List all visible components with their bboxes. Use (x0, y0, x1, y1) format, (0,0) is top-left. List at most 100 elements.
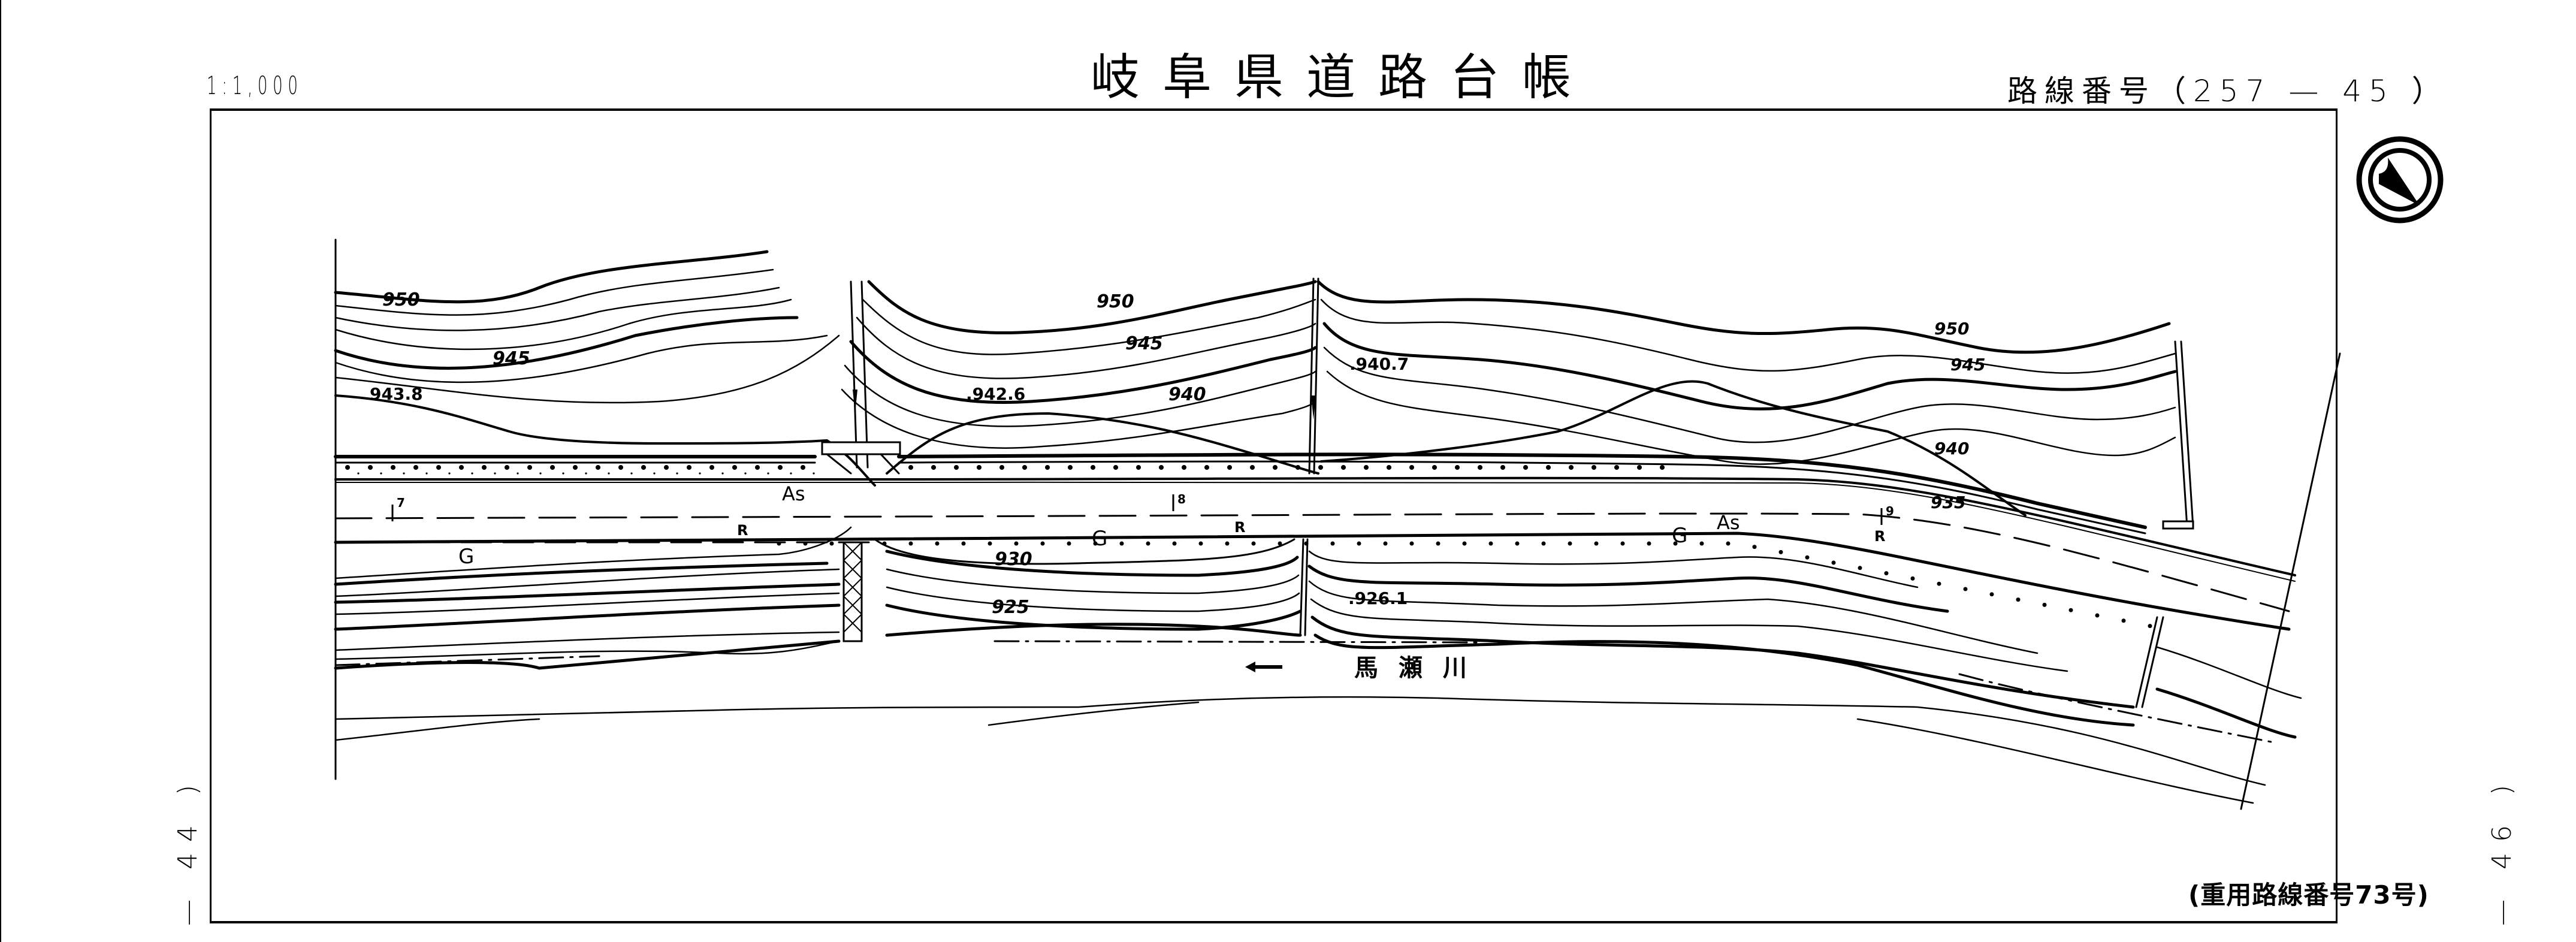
curb-dot (755, 465, 760, 470)
sidewalk-dot (608, 472, 610, 475)
sidewalk-dot (380, 472, 382, 475)
curb-dot (1227, 465, 1232, 470)
contour-label: 940 (1934, 439, 1969, 458)
curb-dot (931, 465, 936, 470)
curb-dot (1546, 465, 1551, 470)
contour-label: 950 (1934, 319, 1969, 339)
station-marker-group: 7 8 9 (391, 492, 1894, 525)
curb-dot (1119, 541, 1124, 546)
curb-dot (413, 465, 418, 470)
sidewalk-dot (790, 472, 792, 475)
curb-dot (1068, 465, 1073, 470)
curb-dot (550, 465, 555, 470)
curb-dot (977, 465, 982, 470)
curb-dot (777, 541, 781, 546)
contour-label: 945 (1125, 333, 1163, 354)
curb-dot (732, 465, 737, 470)
page-edge-line (0, 0, 1, 942)
curb-dot (1204, 465, 1209, 470)
curb-dot (1146, 541, 1150, 546)
curb-dot (1436, 541, 1440, 546)
sidewalk-dot (767, 472, 769, 475)
road-lower-edge (334, 532, 2291, 631)
curb-dot (1159, 465, 1164, 470)
curb-dot (1500, 465, 1505, 470)
curb-dot (596, 465, 600, 470)
curb-dot (1387, 465, 1391, 470)
contour-label: 950 (1097, 291, 1134, 312)
curb-dot (2068, 608, 2073, 612)
curb-dot (641, 465, 646, 470)
curb-dot (908, 541, 913, 546)
sidewalk-dot (813, 472, 815, 475)
curb-dot (1884, 571, 1889, 576)
surface-label-asphalt: As (782, 482, 805, 505)
curb-dot (1093, 541, 1098, 546)
drainage-channels (850, 277, 2194, 708)
curb-dot (1752, 545, 1757, 550)
curb-dot (2148, 624, 2152, 629)
curb-dot (1478, 465, 1482, 470)
contours-lower (334, 526, 2302, 739)
contour-label: 930 (995, 549, 1032, 570)
curb-dot (1963, 587, 1968, 591)
curb-dot (1045, 465, 1050, 470)
sidewalk-dot (585, 472, 587, 475)
sidewalk-dot (517, 472, 519, 475)
spot-height-group: 943.8 .942.6 .940.7 .926.1 (370, 354, 1409, 608)
curb-dot (1341, 465, 1346, 470)
road-upper-edges (334, 452, 2147, 535)
sidewalk-dot (403, 472, 405, 475)
curb-dot (1831, 560, 1836, 565)
sidewalk-dot (357, 472, 360, 475)
curb-dot (459, 465, 464, 470)
curb-dot (1113, 465, 1118, 470)
curb-dot (482, 465, 487, 470)
river-boundary-line (993, 640, 1481, 644)
curb-dot (1699, 541, 1704, 546)
curb-dot (1432, 465, 1437, 470)
curb-dot (345, 465, 350, 470)
curb-dot (1182, 465, 1186, 470)
contour-label: 935 (1931, 493, 1965, 512)
station-marker: 9 (1886, 504, 1894, 518)
river-boundary-line (1958, 673, 2278, 744)
station-marker: 7 (397, 496, 405, 510)
sidewalk-dots (345, 465, 2152, 629)
curb-dot (1614, 465, 1619, 470)
curb-dot (1409, 541, 1414, 546)
curb-dot (1022, 465, 1027, 470)
curb-dot (1172, 541, 1177, 546)
curb-dot (2121, 618, 2126, 623)
curb-dot (436, 465, 441, 470)
curb-dot (664, 465, 669, 470)
curb-dot (1673, 541, 1678, 546)
curb-dot (1937, 581, 1941, 586)
curb-dot (1136, 465, 1141, 470)
curb-dot (954, 465, 959, 470)
surface-label-road: R (737, 522, 748, 539)
curb-dot (1409, 465, 1414, 470)
curb-dot (1488, 541, 1493, 546)
curb-dot (1383, 541, 1388, 546)
road-center-edges (334, 476, 2296, 582)
curb-dot (527, 465, 532, 470)
contour-label: 925 (992, 597, 1029, 618)
curb-dot (1515, 541, 1520, 546)
curb-dot (1067, 541, 1071, 546)
contour-label: 945 (493, 348, 530, 369)
curb-dot (1805, 555, 1810, 560)
sidewalk-dot (744, 472, 747, 475)
sidewalk-dot (539, 472, 542, 475)
sidewalk-dot (653, 472, 656, 475)
curb-dot (1091, 465, 1095, 470)
sidewalk-dot (630, 472, 633, 475)
curb-dot (1647, 541, 1651, 546)
curb-dot (1455, 465, 1460, 470)
curb-dot (505, 465, 509, 470)
spot-height: .942.6 (966, 384, 1025, 404)
curb-dot (2095, 613, 2100, 618)
sidewalk-dot (494, 472, 496, 475)
curb-dot (1523, 465, 1528, 470)
surface-label-gravel: G (1672, 524, 1687, 548)
